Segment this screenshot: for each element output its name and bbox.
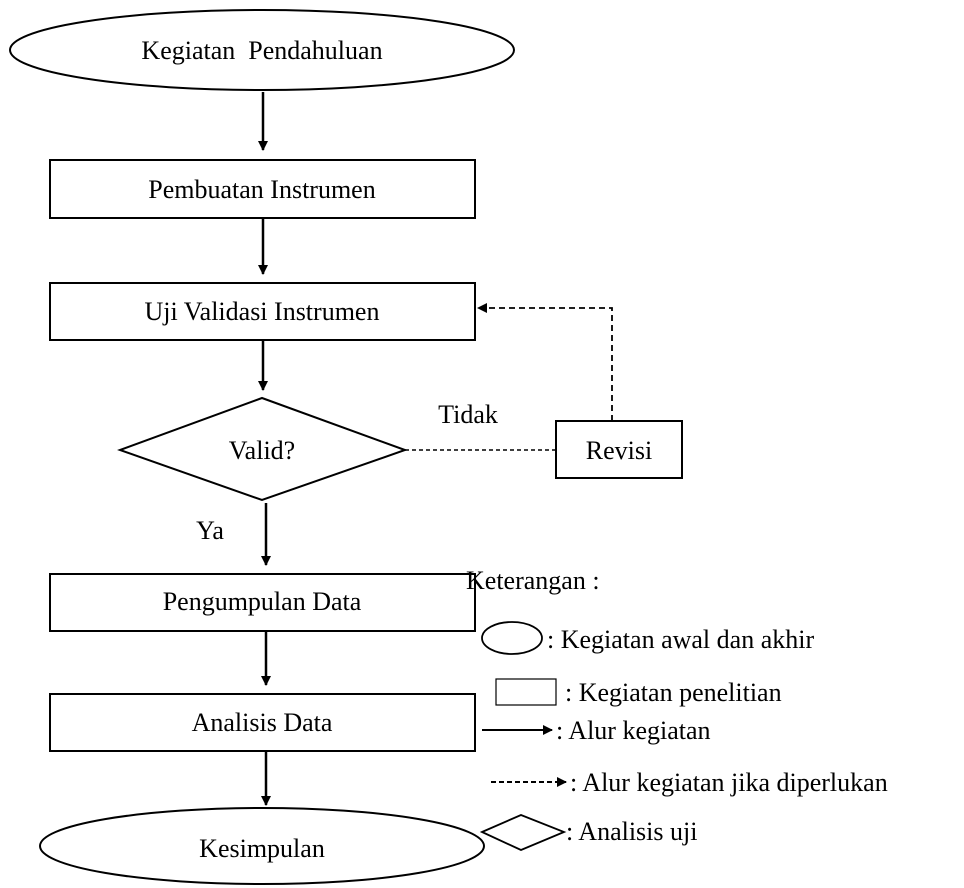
start-node: Kegiatan Pendahuluan	[9, 9, 515, 91]
legend-dashed-arrow-label: : Alur kegiatan jika diperlukan	[570, 768, 888, 797]
analysis-node: Analisis Data	[49, 693, 476, 752]
revision-node-label: Revisi	[586, 436, 652, 465]
legend-diamond-symbol	[479, 814, 567, 851]
decision-node: Valid?	[117, 396, 408, 502]
end-node: Kesimpulan	[39, 807, 485, 885]
analysis-box	[49, 693, 476, 752]
instrument-box	[49, 159, 476, 219]
legend-solid-arrow-label: : Alur kegiatan	[556, 716, 711, 745]
revision-box	[555, 420, 683, 479]
legend-rectangle-symbol	[495, 678, 557, 706]
legend-item-diamond: : Analisis uji	[479, 814, 697, 851]
validation-node: Uji Validasi Instrumen	[49, 282, 476, 341]
revision-node: Revisi	[555, 420, 683, 479]
instrument-node: Pembuatan Instrumen	[49, 159, 476, 219]
instrument-node-label: Pembuatan Instrumen	[148, 175, 375, 204]
legend-item-dashed-arrow: : Alur kegiatan jika diperlukan	[491, 768, 888, 797]
collection-node-label: Pengumpulan Data	[163, 587, 362, 616]
legend-item-ellipse: : Kegiatan awal dan akhir	[481, 621, 814, 655]
end-node-label: Kesimpulan	[199, 834, 325, 863]
decision-diamond-shape	[117, 396, 408, 502]
dashed-return-arrow-to-validation	[477, 303, 613, 421]
legend: Keterangan : : Kegiatan awal dan akhir :…	[466, 566, 888, 851]
collection-box	[49, 573, 476, 632]
start-node-label: Kegiatan Pendahuluan	[141, 36, 382, 65]
analysis-node-label: Analisis Data	[192, 708, 333, 737]
collection-node: Pengumpulan Data	[49, 573, 476, 632]
legend-ellipse-symbol	[481, 621, 543, 655]
legend-item-rectangle: : Kegiatan penelitian	[495, 678, 782, 707]
yes-branch-label: Ya	[196, 516, 224, 545]
legend-diamond-label: : Analisis uji	[566, 817, 697, 846]
validation-node-label: Uji Validasi Instrumen	[145, 297, 380, 326]
legend-ellipse-label: : Kegiatan awal dan akhir	[547, 625, 814, 654]
decision-node-label: Valid?	[229, 436, 295, 465]
no-branch-label: Tidak	[438, 400, 498, 429]
legend-rectangle-label: : Kegiatan penelitian	[565, 678, 782, 707]
end-ellipse-shape	[39, 807, 485, 885]
start-ellipse-shape	[9, 9, 515, 91]
legend-item-solid-arrow: : Alur kegiatan	[482, 716, 711, 745]
legend-title: Keterangan :	[466, 566, 600, 595]
